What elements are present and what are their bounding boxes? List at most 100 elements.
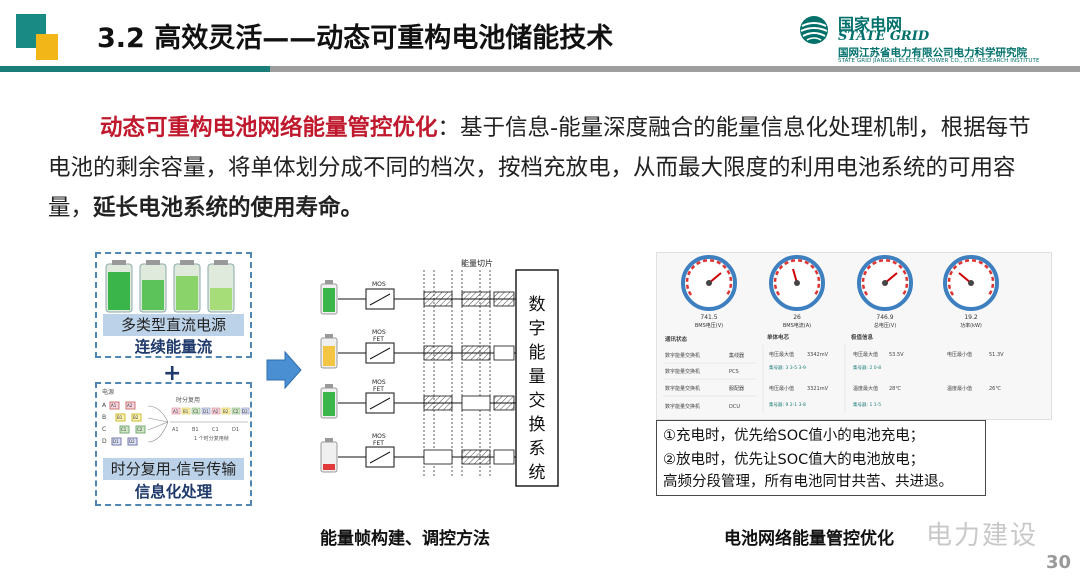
page-number: 30 [1046, 552, 1072, 573]
header-decor-yellow [36, 34, 58, 60]
col-header: 单体电芯 [767, 333, 790, 341]
cell-sub: 集号器: 3 3-5 3-9 [769, 364, 806, 371]
tdm-cell-label: A1 [111, 403, 117, 408]
battery-green-icon [320, 384, 338, 419]
gauge: 26 BMS电流(A) [769, 255, 825, 329]
globe-icon [800, 16, 828, 44]
strategy-note-box: ①充电时，优先给SOC值小的电池充电； ②放电时，优先让SOC值大的电池放电； … [656, 420, 986, 496]
tdm-cell-label: C2 [137, 427, 143, 432]
extreme-value: 51.3V [989, 352, 1004, 358]
logo-institute-text: 国网江苏省电力有限公司电力科学研究院 [838, 47, 1027, 59]
tdm-cell-label: B2 [133, 415, 139, 420]
mosfet-label: MOS [372, 433, 386, 440]
tdm-header-text: 电源 [102, 388, 114, 396]
extreme-label: 温度最小值 [947, 385, 972, 392]
battery-green-icon [320, 280, 338, 315]
battery-red-icon [320, 438, 338, 473]
extreme-value: 53.5V [889, 352, 904, 358]
tdm-box: 电源 时分复用 A B C D A1 A2 B1 B2 C1 C2 D1 D2 [95, 382, 252, 506]
dc-source-box [95, 252, 252, 358]
system-label-char: 换 [529, 415, 546, 435]
info-processing-label: 信息化处理 [134, 483, 213, 501]
tdm-cell-label: A1 [173, 409, 179, 414]
tdm-row-label: D [102, 438, 107, 445]
system-label-char: 系 [529, 439, 546, 459]
mosfet-label: FET [373, 386, 384, 393]
tdm-slot-label: A1 [172, 427, 179, 433]
gauge: 741.5 BMS电压(V) [681, 255, 737, 329]
digital-exchange-box [515, 269, 559, 487]
description-paragraph: 动态可重构电池网络能量管控优化：基于信息-能量深度融合的能量信息化处理机制，根据… [48, 108, 1038, 228]
gauge-label: 功率(kW) [960, 322, 982, 329]
extreme-value: 28℃ [889, 386, 901, 392]
tdm-cell-label: C1 [121, 427, 127, 432]
tdm-row-label: C [102, 426, 106, 433]
left-caption: 能量帧构建、调控方法 [320, 529, 490, 549]
gauge-label: 总电压(V) [874, 322, 896, 329]
extreme-label: 电压最大值 [853, 351, 878, 358]
extreme-label: 温度最大值 [853, 385, 878, 392]
gauge: 19.2 功率(kW) [943, 255, 999, 329]
tdm-cell-label: D2 [129, 439, 135, 444]
mosfet-label: MOS [372, 379, 386, 386]
paragraph-body: ：基于信息-能量深度融合的能量信息化处理机制，根据每节电池的剩余容量，将单体划分… [48, 115, 1031, 221]
battery-icon [207, 260, 235, 313]
system-label-char: 字 [529, 319, 546, 339]
tdm-row-label: A [102, 402, 107, 409]
tdm-slot-label: C1 [212, 427, 219, 433]
mosfet-row: MOS FET [338, 379, 516, 414]
comm-device: PCS [729, 369, 739, 375]
mosfet-label: MOS [372, 329, 386, 336]
tdm-cell-label: B1 [117, 415, 123, 420]
circuit-diagram: 能量切片 MOS MOS FE [320, 258, 559, 487]
comm-device: 服配器 [729, 386, 744, 392]
tdm-cell-label: C2 [233, 409, 239, 414]
system-label-char: 交 [529, 391, 546, 411]
tdm-cell-label: A2 [213, 409, 219, 414]
logo-cn-text: 国家电网 [838, 15, 903, 34]
tdm-cell-label: C1 [193, 409, 199, 414]
comm-name: 数字能量交换机 [665, 368, 700, 375]
battery-icon [173, 260, 201, 313]
gauge-label: BMS电流(A) [783, 322, 811, 329]
note-line: 高频分段管理，所有电池同甘共苦、共进退。 [663, 474, 953, 490]
extreme-label: 电压最小值 [947, 351, 972, 358]
cell-label: 电压最大值 [769, 351, 794, 358]
extreme-value: 26℃ [989, 386, 1001, 392]
system-label-char: 能 [529, 343, 546, 363]
mosfet-row: MOS FET [338, 329, 516, 364]
col-header: 极值信息 [851, 333, 874, 341]
tdm-cell-label: D2 [242, 409, 248, 414]
battery-icon [139, 260, 167, 313]
mosfet-label: MOS [372, 281, 386, 288]
comm-name: 数字能量交换机 [665, 385, 700, 392]
tdm-label-text: 时分复用 [176, 396, 200, 404]
cell-label: 电压最小值 [769, 385, 794, 392]
gauge-label: BMS电压(V) [695, 322, 723, 329]
mosfet-label: FET [373, 336, 384, 343]
note-line: ②放电时，优先让SOC值大的电池放电； [663, 452, 925, 468]
col-header: 通讯状态 [665, 335, 688, 343]
tdm-cell-label: D1 [113, 439, 119, 444]
dc-source-banner: 多类型直流电源 [103, 314, 244, 336]
gauge-value: 19.2 [964, 314, 978, 321]
header-bar-teal [0, 66, 270, 72]
gauge-value: 746.9 [876, 314, 893, 321]
comm-name: 数字能量交换机 [665, 352, 700, 359]
cell-value: 3342mV [807, 352, 829, 358]
tdm-cell-label: D1 [203, 409, 209, 414]
plus-sign: + [163, 361, 182, 386]
tdm-note-text: 1 个时分复用帧 [194, 435, 229, 442]
paragraph-bold-end: 延长电池系统的使用寿命。 [93, 195, 364, 221]
battery-yellow-icon [320, 334, 338, 369]
extreme-sub: 集号器: 1 1-5 [853, 401, 881, 408]
logo-institute-en-text: STATE GRID JIANGSU ELECTRIC POWER CO., L… [838, 58, 1040, 64]
cell-value: 3321mV [807, 386, 829, 392]
battery-icon [105, 260, 133, 313]
energy-slices [423, 291, 515, 465]
energy-slice-label: 能量切片 [461, 258, 493, 268]
watermark: 电力建设 [926, 521, 1039, 551]
right-arrow-icon [266, 350, 302, 390]
logo-en-text: STATE GRID [838, 29, 930, 44]
header-bar-gray [270, 66, 1080, 72]
